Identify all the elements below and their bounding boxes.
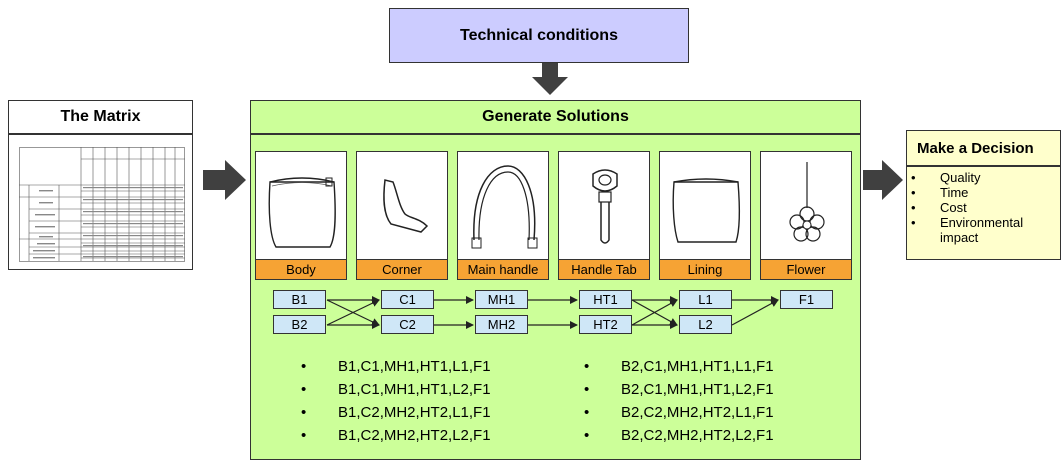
solution-item: B2,C1,MH1,HT1,L1,F1 [584,355,774,378]
bag-body-icon [268,177,336,248]
component-card-corner: Corner [356,151,448,280]
matrix-box: The Matrix [8,100,193,270]
lining-icon [672,178,741,243]
component-card-flower: Flower [760,151,852,280]
node-l2: L2 [679,315,732,334]
corner-piece-icon [383,179,429,233]
solution-item: B2,C2,MH2,HT2,L2,F1 [584,424,774,447]
matrix-thumbnail-table [19,147,185,262]
component-card-lining: Lining [659,151,751,280]
right-arrow-icon-decision [863,160,903,200]
solution-item: B2,C1,MH1,HT1,L2,F1 [584,378,774,401]
handle-tab-icon [592,169,618,244]
node-mh2: MH2 [475,315,528,334]
node-l1: L1 [679,290,732,309]
node-c1: C1 [381,290,434,309]
solutions-list-right: B2,C1,MH1,HT1,L1,F1 B2,C1,MH1,HT1,L2,F1 … [584,355,774,447]
decision-criteria-list: Quality Time Cost Environmental impact [907,170,1060,245]
criterion-item: Cost [907,200,1060,215]
node-c2: C2 [381,315,434,334]
solution-item: B1,C2,MH2,HT2,L2,F1 [301,424,491,447]
technical-conditions-title: Technical conditions [460,26,618,44]
node-ht2: HT2 [579,315,632,334]
criterion-item: Quality [907,170,1060,185]
technical-conditions-box: Technical conditions [389,8,689,63]
solution-network-connectors [326,296,779,329]
component-label-handle-tab: Handle Tab [559,259,649,279]
solution-item: B1,C1,MH1,HT1,L1,F1 [301,355,491,378]
flow-arrows-layer [203,63,903,200]
decision-title: Make a Decision [907,131,1060,167]
generate-solutions-box: Generate Solutions Body Corner Main hand… [250,100,861,460]
flower-charm-icon [789,162,825,242]
node-b2: B2 [273,315,326,334]
strap-handle-icon [471,165,538,249]
solution-item: B2,C2,MH2,HT2,L1,F1 [584,401,774,424]
matrix-title: The Matrix [9,101,192,135]
node-mh1: MH1 [475,290,528,309]
criterion-item: Environmental impact [907,215,1060,245]
right-arrow-icon-matrix [203,160,246,200]
component-card-main-handle: Main handle [457,151,549,280]
component-label-main-handle: Main handle [458,259,548,279]
solution-item: B1,C1,MH1,HT1,L2,F1 [301,378,491,401]
component-label-lining: Lining [660,259,750,279]
down-arrow-icon [532,63,568,95]
node-b1: B1 [273,290,326,309]
component-card-handle-tab: Handle Tab [558,151,650,280]
component-label-corner: Corner [357,259,447,279]
solution-item: B1,C2,MH2,HT2,L1,F1 [301,401,491,424]
component-label-flower: Flower [761,259,851,279]
generate-solutions-title: Generate Solutions [251,101,860,135]
solutions-list-left: B1,C1,MH1,HT1,L1,F1 B1,C1,MH1,HT1,L2,F1 … [301,355,491,447]
node-f1: F1 [780,290,833,309]
node-ht1: HT1 [579,290,632,309]
component-label-body: Body [256,259,346,279]
component-card-body: Body [255,151,347,280]
decision-box: Make a Decision Quality Time Cost Enviro… [906,130,1061,260]
criterion-item: Time [907,185,1060,200]
